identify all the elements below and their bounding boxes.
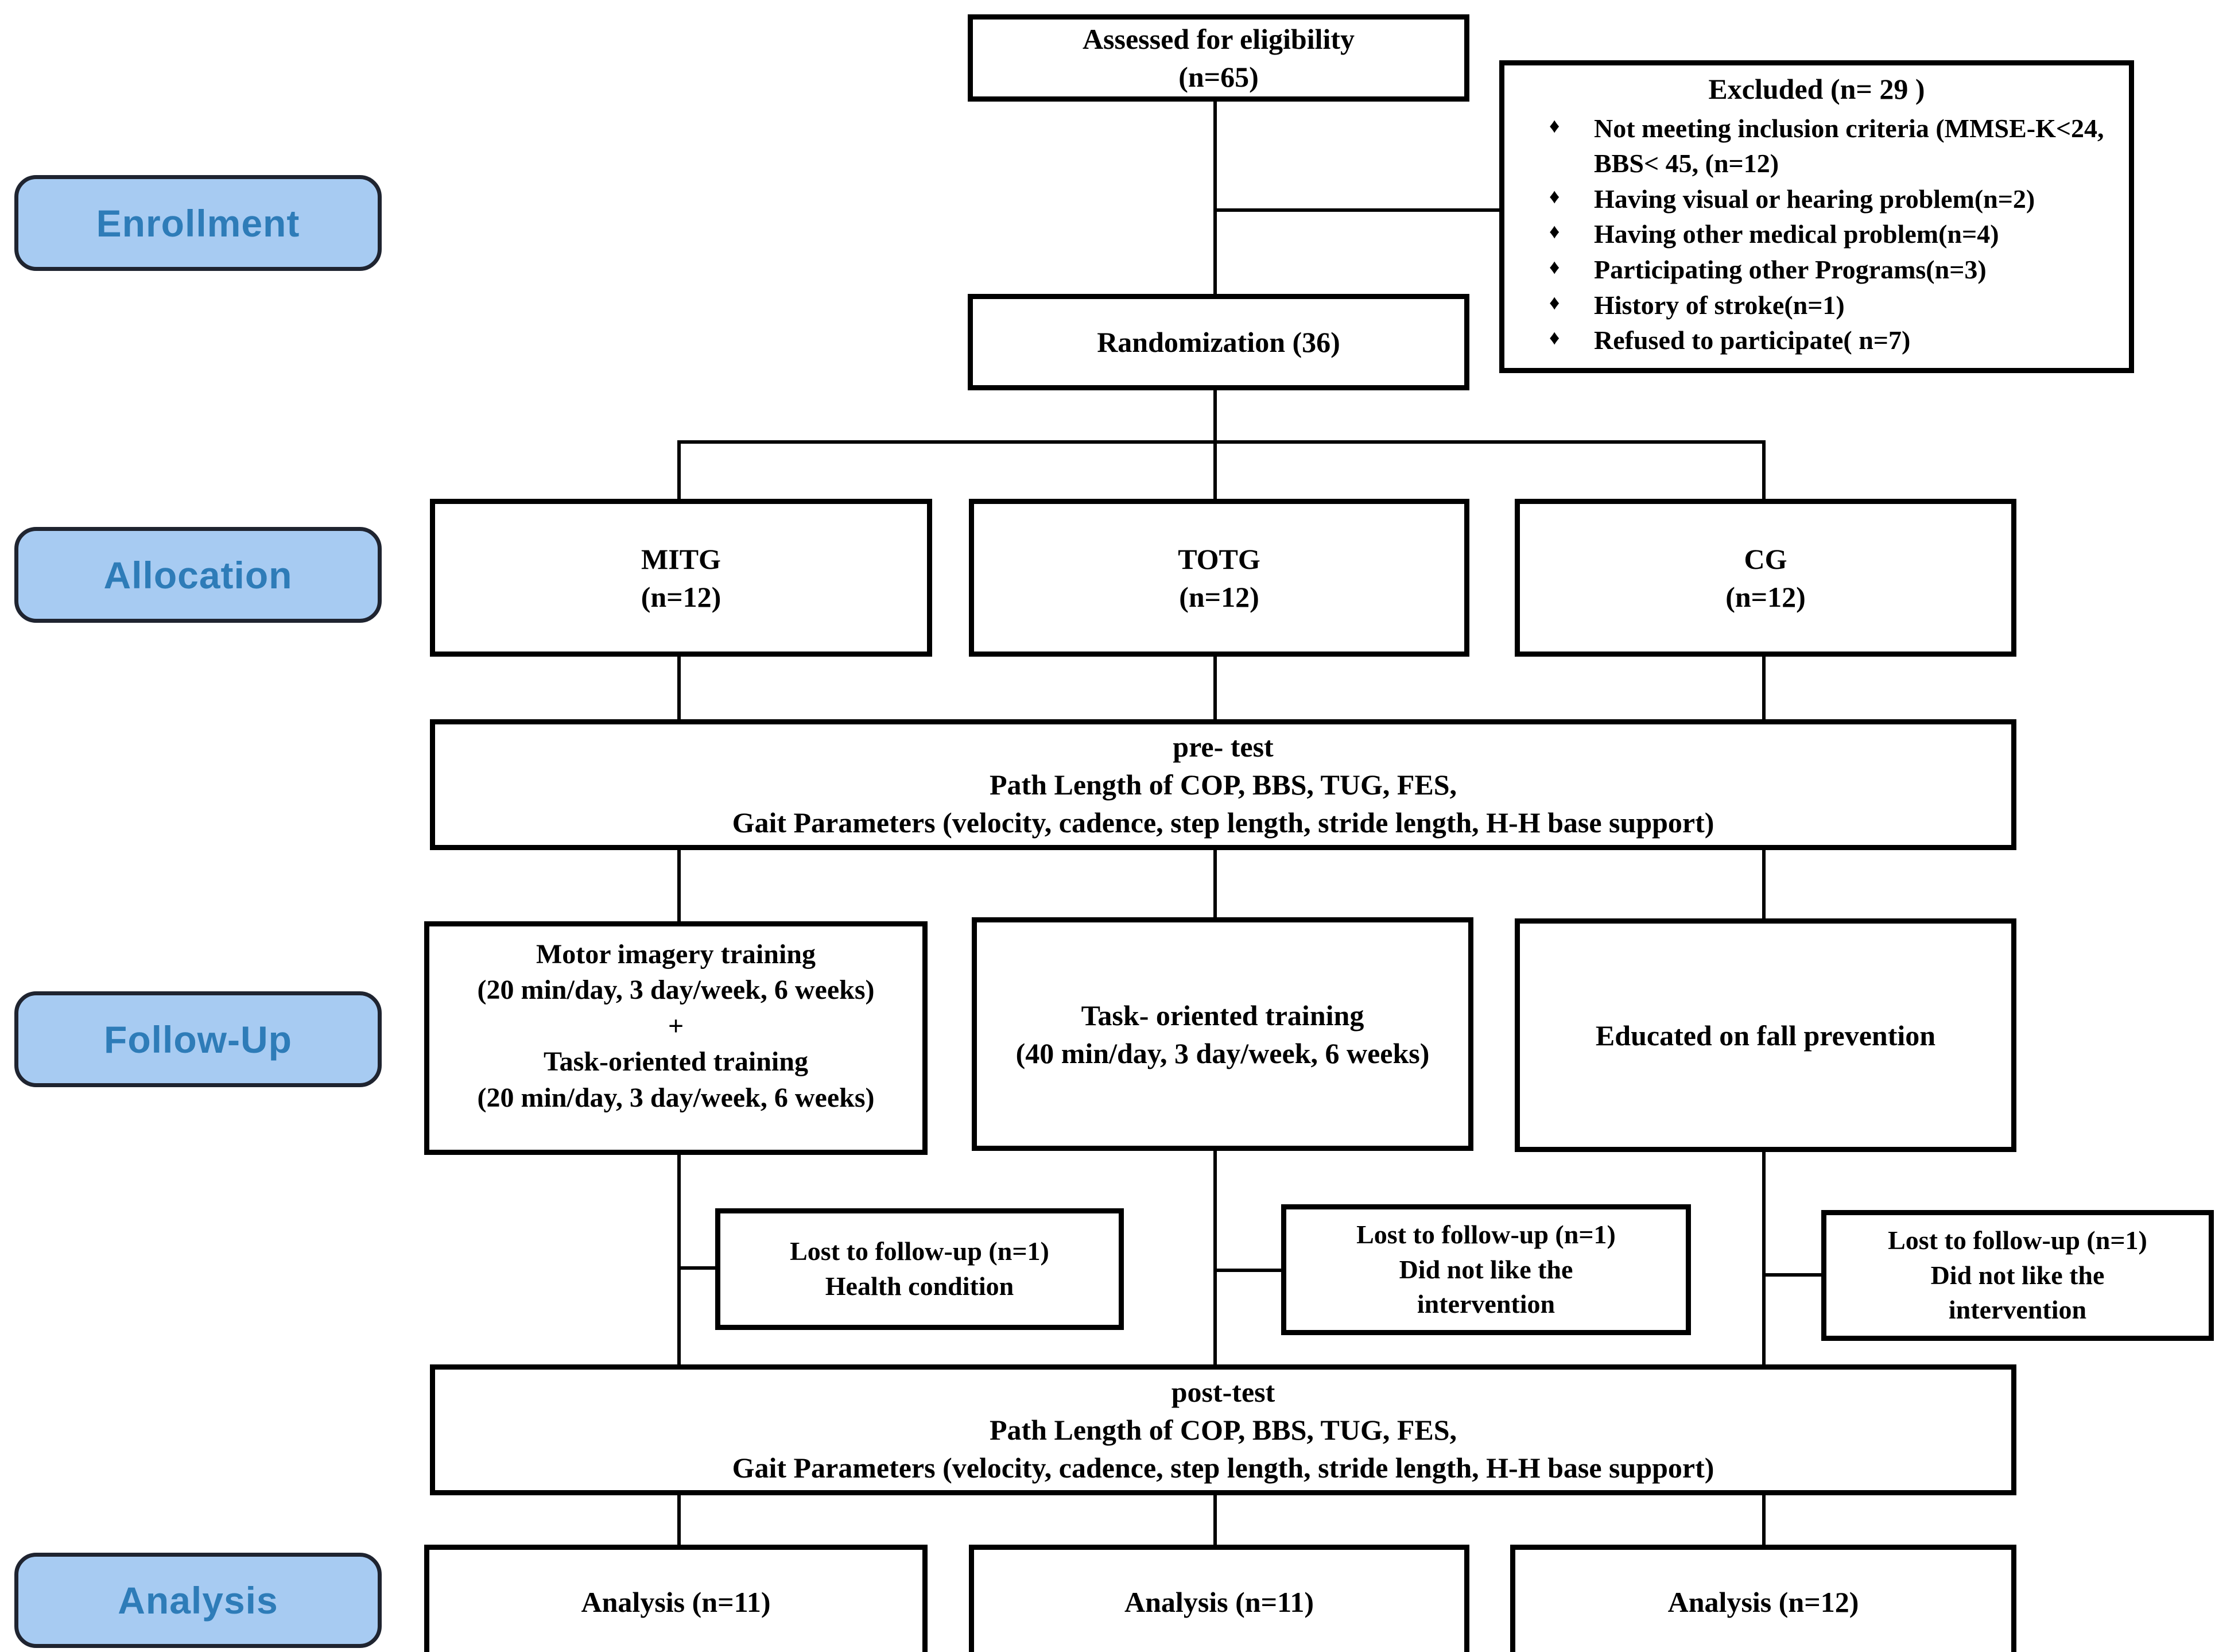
diamond-bullet-icon: ♦ [1549,184,1560,208]
analysis-label: Analysis (n=11) [1124,1586,1314,1618]
group-name: CG [1744,542,1787,575]
analysis-box-totg: Analysis (n=11) [969,1545,1469,1652]
analysis-label: Analysis (n=11) [581,1586,771,1618]
group-box-cg: CG (n=12) [1515,499,2016,657]
pre-test-line2: Path Length of COP, BBS, TUG, FES, [989,769,1457,801]
analysis-box-mitg: Analysis (n=11) [424,1545,928,1652]
connector-line [1213,656,1217,720]
excluded-item: ♦Participating other Programs(n=3) [1545,252,2117,288]
connector-line [1762,849,1766,920]
connector-line [1762,440,1766,499]
lost-line2: Health condition [825,1271,1014,1301]
connector-line [677,656,681,720]
intervention-line: Educated on fall prevention [1595,1019,1936,1052]
connector-line [1213,849,1217,918]
analysis-box-cg: Analysis (n=12) [1510,1545,2016,1652]
lost-line3: intervention [1417,1289,1555,1319]
intervention-line: + [668,1010,684,1041]
lost-box-cg: Lost to follow-up (n=1) Did not like the… [1821,1210,2214,1341]
excluded-item: ♦Having visual or hearing problem(n=2) [1545,181,2117,217]
connector-line [1762,1151,1766,1366]
diamond-bullet-icon: ♦ [1549,255,1560,278]
group-n: (n=12) [1179,580,1259,613]
connector-line [677,440,681,499]
group-n: (n=12) [641,580,721,613]
connector-line [1213,1494,1217,1546]
assessed-line1: Assessed for eligibility [1082,23,1355,55]
diamond-bullet-icon: ♦ [1549,220,1560,243]
lost-box-totg: Lost to follow-up (n=1) Did not like the… [1281,1204,1691,1335]
stage-analysis: Analysis [14,1553,382,1648]
intervention-box-totg: Task- oriented training (40 min/day, 3 d… [972,917,1473,1151]
analysis-label: Analysis (n=12) [1667,1586,1859,1618]
connector-line [677,440,1766,444]
lost-line2: Did not like the [1930,1260,2105,1290]
post-test-line1: post-test [1171,1376,1275,1408]
connector-line [677,849,681,922]
pre-test-box: pre- test Path Length of COP, BBS, TUG, … [430,719,2016,850]
intervention-line: (40 min/day, 3 day/week, 6 weeks) [1015,1037,1430,1069]
connector-line [1762,656,1766,720]
connector-line [1215,208,1499,212]
lost-line1: Lost to follow-up (n=1) [790,1236,1049,1266]
intervention-line: (20 min/day, 3 day/week, 6 weeks) [477,1082,875,1113]
stage-follow-up: Follow-Up [14,991,382,1087]
group-box-mitg: MITG (n=12) [430,499,932,657]
connector-line [1764,1273,1823,1277]
excluded-box: Excluded (n= 29 ) ♦Not meeting inclusion… [1499,60,2134,373]
lost-line1: Lost to follow-up (n=1) [1356,1219,1616,1249]
intervention-line: Task- oriented training [1081,999,1364,1031]
connector-line [1215,1269,1283,1272]
excluded-title: Excluded (n= 29 ) [1708,73,1925,105]
assessed-box: Assessed for eligibility (n=65) [968,14,1469,102]
connector-line [1213,389,1217,444]
post-test-box: post-test Path Length of COP, BBS, TUG, … [430,1364,2016,1495]
connector-line [677,1154,681,1366]
randomization-label: Randomization (36) [1097,326,1340,358]
pre-test-line1: pre- test [1173,731,1274,763]
randomization-box: Randomization (36) [968,294,1469,390]
connector-line [1213,440,1217,499]
diamond-bullet-icon: ♦ [1549,290,1560,314]
excluded-item: ♦Having other medical problem(n=4) [1545,216,2117,252]
post-test-line3: Gait Parameters (velocity, cadence, step… [732,1452,1714,1484]
intervention-line: Motor imagery training [536,939,816,970]
group-name: MITG [641,542,721,575]
excluded-item: ♦Not meeting inclusion criteria (MMSE-K<… [1545,111,2117,181]
intervention-line: (20 min/day, 3 day/week, 6 weeks) [477,975,875,1006]
post-test-line2: Path Length of COP, BBS, TUG, FES, [989,1414,1457,1446]
connector-line [679,1266,717,1270]
lost-line3: intervention [1948,1295,2087,1325]
stage-enrollment: Enrollment [14,175,382,271]
lost-box-mitg: Lost to follow-up (n=1) Health condition [715,1208,1124,1330]
intervention-line: Task-oriented training [544,1046,808,1077]
pre-test-line3: Gait Parameters (velocity, cadence, step… [732,806,1714,839]
excluded-item: ♦History of stroke(n=1) [1545,288,2117,323]
intervention-box-cg: Educated on fall prevention [1515,918,2016,1152]
diamond-bullet-icon: ♦ [1549,326,1560,350]
connector-line [677,1494,681,1546]
lost-line2: Did not like the [1399,1254,1573,1284]
diamond-bullet-icon: ♦ [1549,114,1560,137]
stage-allocation: Allocation [14,527,382,623]
connector-line [1213,100,1217,296]
intervention-box-mitg: Motor imagery training (20 min/day, 3 da… [424,921,928,1155]
lost-line1: Lost to follow-up (n=1) [1888,1225,2147,1255]
connector-line [1213,1150,1217,1366]
connector-line [1762,1494,1766,1546]
excluded-item: ♦Refused to participate( n=7) [1545,323,2117,358]
excluded-list: ♦Not meeting inclusion criteria (MMSE-K<… [1504,111,2129,363]
group-box-totg: TOTG (n=12) [969,499,1469,657]
group-n: (n=12) [1725,580,1806,613]
group-name: TOTG [1178,542,1260,575]
assessed-line2: (n=65) [1178,61,1259,93]
